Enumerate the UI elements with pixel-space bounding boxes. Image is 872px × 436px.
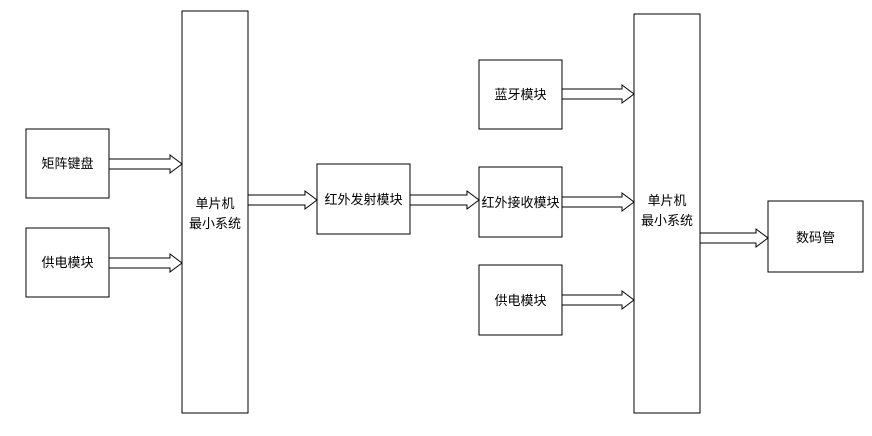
- mcu-left-label-line2: 最小系统: [189, 217, 241, 232]
- arrow-ir-tx-to-ir-rx: [409, 190, 480, 210]
- ir-tx-label: 红外发射模块: [324, 192, 402, 208]
- display-box: [767, 200, 864, 273]
- display-label: 数码管: [796, 231, 835, 246]
- arrow-keypad-to-mcu: [108, 154, 183, 174]
- power-left-box: [25, 227, 110, 298]
- power-right-box: [478, 264, 563, 336]
- mcu-right-label-line2: 最小系统: [641, 214, 693, 229]
- arrow-mcu-to-ir-tx: [247, 190, 318, 210]
- power-left-label: 供电模块: [41, 256, 93, 271]
- ir-tx-box: [316, 163, 411, 235]
- bluetooth-label: 蓝牙模块: [494, 88, 546, 103]
- arrow-mcu-to-display: [699, 228, 769, 248]
- arrow-power-to-mcu: [108, 253, 183, 273]
- mcu-left-box: [181, 10, 249, 414]
- mcu-right-box: [633, 13, 701, 414]
- mcu-left-label-line1: 单片机: [195, 197, 234, 212]
- ir-rx-box: [478, 166, 563, 238]
- bluetooth-box: [478, 59, 563, 130]
- arrow-bluetooth-to-mcu: [561, 84, 635, 104]
- keypad-box: [25, 128, 110, 199]
- power-right-label: 供电模块: [494, 294, 546, 309]
- mcu-right-label-line1: 单片机: [647, 194, 686, 209]
- keypad-label: 矩阵键盘: [41, 156, 93, 172]
- ir-rx-label: 红外接收模块: [481, 195, 559, 211]
- arrow-power-right-to-mcu: [561, 290, 635, 310]
- arrow-ir-rx-to-mcu: [561, 192, 635, 212]
